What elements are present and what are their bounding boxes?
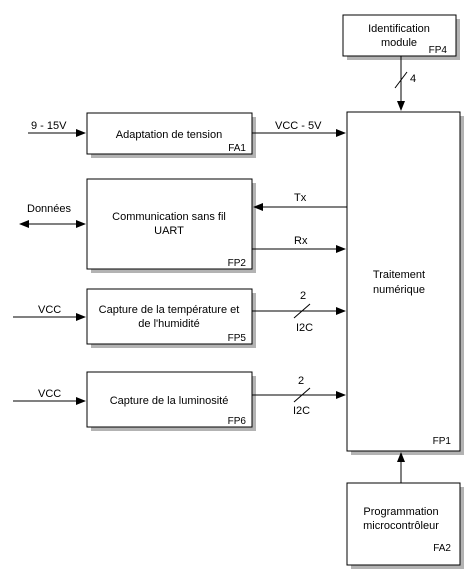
donnees-label: Données bbox=[27, 203, 72, 215]
vcc-5v-label: VCC - 5V bbox=[275, 120, 322, 132]
connection-i2c-temp: 2 I2C bbox=[252, 290, 346, 334]
bus-lum-name: I2C bbox=[293, 405, 310, 417]
lum-label: Capture de la luminosité bbox=[110, 395, 229, 407]
bus-slash bbox=[293, 303, 311, 319]
connection-ident-to-traitement: 4 bbox=[394, 56, 416, 111]
block-identification-module: Identification module FP4 bbox=[342, 14, 457, 57]
bus-temp-name: I2C bbox=[296, 322, 313, 334]
connection-input-voltage: 9 - 15V bbox=[28, 120, 86, 137]
bus-slash bbox=[394, 71, 408, 89]
bus-ident-width: 4 bbox=[410, 73, 416, 85]
block-adaptation-tension: Adaptation de tension FA1 bbox=[86, 112, 253, 155]
ident-tag: FP4 bbox=[429, 45, 448, 56]
tx-label: Tx bbox=[294, 192, 307, 204]
vcc-temp-label: VCC bbox=[38, 304, 61, 316]
input-voltage-label: 9 - 15V bbox=[31, 120, 67, 132]
connection-rx: Rx bbox=[252, 235, 346, 253]
block-communication: Communication sans fil UART FP2 bbox=[86, 178, 253, 270]
rx-label: Rx bbox=[294, 235, 308, 247]
trait-label-line2: numérique bbox=[373, 284, 425, 296]
prog-label-line2: microcontrôleur bbox=[363, 520, 439, 532]
bus-temp-width: 2 bbox=[300, 290, 306, 302]
connection-vcc-5v: VCC - 5V bbox=[252, 120, 346, 137]
block-traitement-numerique: Traitement numérique FP1 bbox=[346, 111, 461, 452]
connection-donnees: Données bbox=[19, 203, 86, 228]
adapt-label: Adaptation de tension bbox=[116, 129, 222, 141]
temp-tag: FP5 bbox=[228, 333, 247, 344]
comm-tag: FP2 bbox=[228, 258, 247, 269]
connection-i2c-lum: 2 I2C bbox=[252, 375, 346, 417]
trait-tag: FP1 bbox=[433, 436, 452, 447]
bus-slash bbox=[293, 387, 311, 403]
bus-lum-width: 2 bbox=[298, 375, 304, 387]
prog-tag: FA2 bbox=[433, 543, 451, 554]
ident-label-line1: Identification bbox=[368, 23, 430, 35]
temp-label-line2: de l'humidité bbox=[138, 318, 199, 330]
trait-label-line1: Traitement bbox=[373, 269, 425, 281]
connection-vcc-lum: VCC bbox=[13, 388, 86, 405]
block-capture-luminosite: Capture de la luminosité FP6 bbox=[86, 371, 253, 428]
temp-label-line1: Capture de la température et bbox=[99, 304, 240, 316]
prog-label-line1: Programmation bbox=[363, 506, 438, 518]
comm-label-line2: UART bbox=[154, 225, 184, 237]
block-capture-temperature: Capture de la température et de l'humidi… bbox=[86, 288, 253, 345]
adapt-tag: FA1 bbox=[228, 143, 246, 154]
connection-vcc-temp: VCC bbox=[13, 304, 86, 321]
vcc-lum-label: VCC bbox=[38, 388, 61, 400]
ident-label-line2: module bbox=[381, 37, 417, 49]
connection-tx: Tx bbox=[253, 192, 347, 211]
lum-tag: FP6 bbox=[228, 416, 247, 427]
comm-label-line1: Communication sans fil bbox=[112, 211, 226, 223]
block-programmation: Programmation microcontrôleur FA2 bbox=[346, 482, 461, 566]
